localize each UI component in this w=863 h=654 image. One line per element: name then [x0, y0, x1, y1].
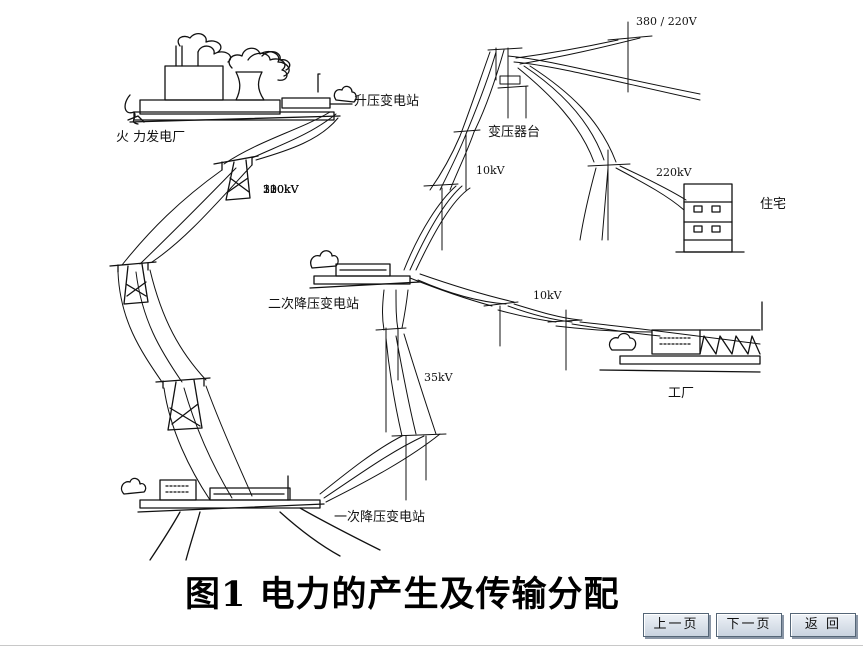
voltage-330kv: 330kV	[263, 183, 299, 196]
thermal-plant-label: 火 力发电厂	[116, 130, 186, 145]
factory-drawing	[599, 301, 763, 373]
voltage-500kv: 500kV	[263, 183, 299, 196]
figure-caption: 图1 电力的产生及传输分配	[185, 574, 620, 615]
distribution-line-factory	[409, 273, 761, 371]
prev-page-button[interactable]: 上一页	[643, 613, 709, 637]
residence-label: 住宅	[760, 197, 787, 212]
voltage-220kv: 220kV	[263, 183, 299, 196]
transmission-towers	[109, 155, 259, 431]
subtransmission-line-35kv	[319, 289, 447, 503]
voltage-10kv-upper-label: 10kV	[476, 164, 505, 177]
subtransmission-voltage-label: 35kV	[424, 371, 453, 384]
back-button[interactable]: 返 回	[790, 613, 856, 637]
residence-drawing	[675, 183, 745, 253]
factory-label: 工厂	[668, 386, 695, 401]
voltage-110kv: 110kV	[263, 183, 299, 196]
next-page-button[interactable]: 下一页	[716, 613, 782, 637]
low-voltage-label: 380 / 220V	[636, 15, 697, 28]
primary-substation-drawing	[120, 475, 381, 561]
low-voltage-line	[507, 21, 701, 241]
bottom-divider	[0, 645, 863, 646]
primary-substation-label: 一次降压变电站	[334, 510, 426, 525]
secondary-substation-drawing	[309, 250, 421, 289]
distribution-line-upper	[403, 47, 529, 271]
step-up-substation-label: 升压变电站	[354, 94, 420, 109]
thermal-power-plant-drawing	[124, 32, 357, 125]
secondary-substation-label: 二次降压变电站	[268, 297, 360, 312]
residence-line-voltage-label: 220kV	[656, 166, 692, 179]
transmission-lines	[117, 111, 339, 501]
factory-line-voltage-label: 10kV	[533, 289, 562, 302]
transformer-platform-label: 变压器台	[488, 125, 541, 140]
